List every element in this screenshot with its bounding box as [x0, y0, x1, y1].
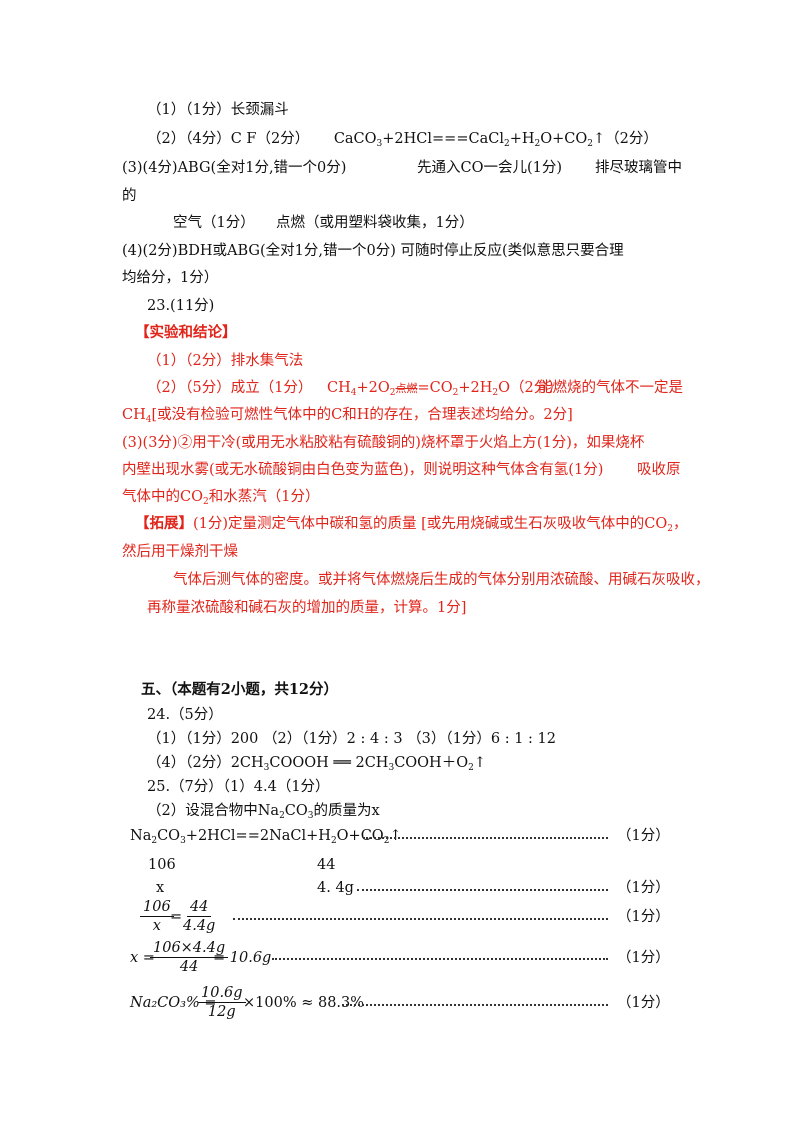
q22-line-3b: 先通入CO一会儿(1分) — [417, 160, 563, 176]
q22-line-3c: 排尽玻璃管中 — [595, 160, 682, 176]
ignite-condition: 点燃 — [395, 382, 418, 395]
t: [或没有检验可燃性气体中的C和H的存在，合理表述均给分。2分] — [151, 407, 573, 423]
t: O（2分） — [498, 380, 563, 396]
t: 4.4g — [183, 918, 216, 934]
q24-header: 24.（5分） — [147, 707, 223, 723]
t: 气体中的CO — [122, 489, 203, 505]
t: 44 — [179, 959, 199, 975]
t: =CO — [417, 380, 453, 396]
section-5-title: 五、（本题有2小题，共12分） — [141, 681, 339, 698]
q24-line-2: （4）（2分）2CH3COOOH ══ 2CH3COOH＋O2↑ — [147, 755, 486, 773]
q23-answer-6: 气体中的CO2和水蒸汽（1分） — [122, 489, 320, 507]
x-result: = 10.6g — [213, 950, 272, 966]
molar-mass-na2co3: 106 — [148, 857, 176, 873]
mass-co2: 4. 4g — [317, 880, 354, 896]
x-equals: x = — [130, 950, 155, 966]
t: 和水蒸汽（1分） — [208, 489, 320, 505]
leader-dots — [363, 837, 608, 839]
q25-header: 25.（7分）（1）4.4（1分） — [147, 779, 330, 795]
t: CH — [122, 407, 146, 423]
t: （4）（2分）2CH — [147, 755, 264, 771]
q23-answer-2a: （2）（5分）成立（1分） — [147, 380, 313, 396]
q23-answer-4: (3)(3分)②用干冷(或用无水粘胶粘有硫酸铜的)烧杯罩于火焰上方(1分)，如果… — [122, 435, 645, 451]
t: 106 — [140, 898, 174, 917]
molar-mass-co2: 44 — [317, 857, 336, 873]
q22-line-2: （2）（4分）C F（2分） CaCO3+2HCl===CaCl2+H2O+CO… — [147, 129, 658, 149]
t: ， — [673, 516, 688, 532]
leader-dots — [357, 889, 608, 891]
score-3: （1分） — [617, 909, 670, 925]
percent-result: ×100% ≈ 88.3% — [243, 995, 365, 1011]
t: ↑（2分） — [592, 131, 658, 147]
na2co3-equation: Na2CO3+2HCl==2NaCl+H2O+CO2↑ — [130, 828, 402, 846]
t: ↑ — [473, 755, 486, 771]
t: (1分)定量测定气体中碳和氢的质量 [或先用烧碱或生石灰吸收气体中的CO — [193, 516, 668, 532]
t: +2HCl===CaCl — [382, 131, 504, 147]
q23-answer-5a: 内壁出现水雾(或无水硫酸铜由白色变为蓝色)，则说明这种气体含有氢(1分) — [122, 462, 604, 478]
q23-ch4-equation: CH4+2O2点燃=CO2+2H2O（2分） — [327, 380, 563, 398]
t: CH — [327, 380, 351, 396]
t: 10.6g — [198, 984, 246, 1003]
t: 12g — [207, 1004, 236, 1020]
t: 106×4.4g — [150, 939, 229, 958]
t: Na — [130, 828, 152, 844]
t: （2）设混合物中Na — [147, 803, 280, 819]
q23-extension: 【拓展】(1分)定量测定气体中碳和氢的质量 [或先用烧碱或生石灰吸收气体中的CO… — [135, 515, 688, 534]
q24-line-1: （1）（1分）200 （2）（1分）2 : 4 : 3 （3）（1分）6 : 1… — [147, 731, 556, 747]
q23-extension-2: 然后用干燥剂干燥 — [122, 544, 238, 560]
q23-answer-1: （1）（2分）排水集气法 — [147, 353, 304, 369]
t: CO — [284, 803, 308, 819]
t: +2H — [458, 380, 493, 396]
t: +2O — [356, 380, 390, 396]
t: CO — [157, 828, 181, 844]
t: O+CO — [336, 828, 384, 844]
score-4: （1分） — [617, 950, 670, 966]
q22-line-2-score: （2）（4分）C F（2分） — [147, 131, 310, 147]
t: +H — [509, 131, 535, 147]
leader-dots — [272, 958, 608, 960]
unknown-x: x — [156, 880, 165, 896]
score-1: （1分） — [617, 828, 670, 844]
q22-line-1: （1）（1分）长颈漏斗 — [147, 102, 289, 118]
q22-line-4b: 点燃（或用塑料袋收集，1分） — [276, 215, 474, 231]
q23-answer-3: CH4[或没有检验可燃性气体中的C和H的存在，合理表述均给分。2分] — [122, 407, 573, 425]
q22-line-3a: (3)(4分)ABG(全对1分,错一个0分) — [122, 160, 347, 176]
q22-line-5: (4)(2分)BDH或ABG(全对1分,错一个0分) 可随时停止反应(类似意思只… — [122, 243, 624, 259]
q23-section-heading: 【实验和结论】 — [135, 324, 237, 341]
q23-header: 23.(11分) — [147, 298, 215, 314]
t: COOH＋O — [394, 755, 469, 771]
t: +2HCl==2NaCl+H — [185, 828, 331, 844]
leader-dots — [233, 918, 608, 920]
t: x — [152, 918, 161, 934]
q22-line-3d: 的 — [122, 188, 137, 204]
score-5: （1分） — [617, 995, 670, 1011]
q23-answer-5b: 吸收原 — [637, 462, 681, 478]
score-2: （1分） — [617, 880, 670, 896]
q25-line-2: （2）设混合物中Na2CO3的质量为x — [147, 803, 380, 821]
q23-extension-4: 再称量浓硫酸和碱石灰的增加的质量，计算。1分] — [147, 600, 467, 616]
extension-label: 【拓展】 — [135, 515, 193, 532]
q22-line-4a: 空气（1分） — [173, 215, 255, 231]
percent-lhs: Na₂CO₃% = — [130, 995, 217, 1011]
t: 的质量为x — [313, 803, 380, 819]
t: O+CO — [540, 131, 588, 147]
t: COOOH ══ 2CH — [269, 755, 389, 771]
t: 44 — [186, 898, 212, 917]
t: CaCO — [333, 131, 377, 147]
q23-answer-2c: 能燃烧的气体不一定是 — [538, 380, 683, 396]
t: ↑ — [389, 828, 402, 844]
q22-line-6: 均给分，1分） — [122, 270, 219, 286]
equals-sign: = — [170, 909, 183, 925]
leader-dots — [342, 1004, 608, 1006]
q23-extension-3: 气体后测气体的密度。或并将气体燃烧后生成的气体分别用浓硫酸、用碱石灰吸收， — [173, 572, 710, 588]
q22-caco3-equation: CaCO3+2HCl===CaCl2+H2O+CO2↑（2分） — [333, 131, 658, 149]
